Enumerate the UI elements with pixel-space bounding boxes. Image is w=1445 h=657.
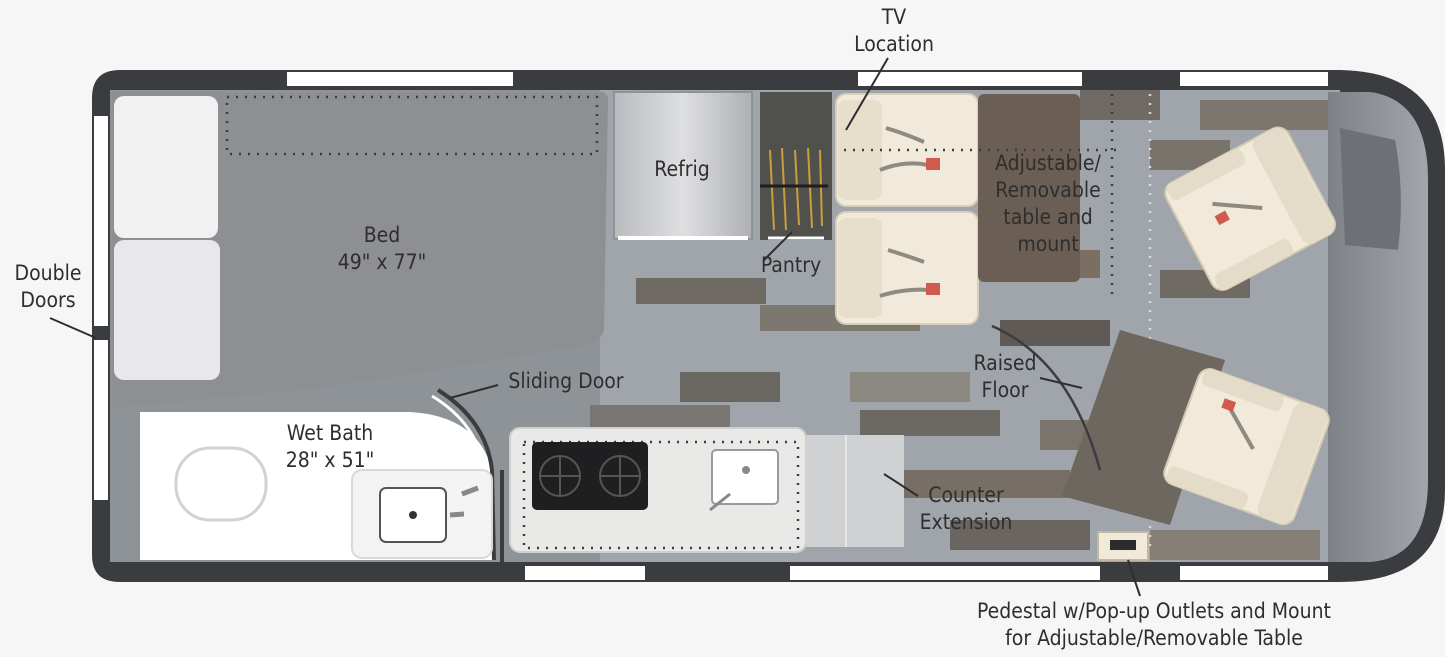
raised-floor-arc — [991, 324, 1102, 471]
label-refrig: Refrig — [636, 156, 728, 183]
label-double-doors: Double Doors — [4, 260, 92, 314]
label-double-doors-line1: Double — [14, 261, 82, 285]
steering-area — [1340, 128, 1401, 250]
label-pedestal-line1: Pedestal w/Pop-up Outlets and Mount — [977, 599, 1331, 623]
label-pantry-text: Pantry — [760, 253, 822, 277]
pillow-top — [114, 96, 218, 238]
bed — [112, 92, 608, 408]
label-bed: Bed 49" x 77" — [312, 222, 452, 276]
label-counter-line1: Counter — [928, 483, 1004, 507]
passenger-seat — [1163, 368, 1330, 526]
label-refrig-text: Refrig — [654, 157, 710, 181]
label-wet-bath-line2: 28" x 51" — [285, 448, 375, 472]
label-table-line4: mount — [1017, 232, 1079, 256]
label-wet-bath: Wet Bath 28" x 51" — [262, 420, 398, 474]
refrigerator — [613, 91, 753, 240]
label-pedestal: Pedestal w/Pop-up Outlets and Mount for … — [940, 598, 1368, 652]
label-table-line1: Adjustable/ — [995, 151, 1101, 175]
label-bed-line2: 49" x 77" — [337, 250, 427, 274]
driver-seat — [1164, 126, 1337, 291]
label-table: Adjustable/ Removable table and mount — [978, 150, 1118, 258]
toilet — [174, 446, 268, 522]
dinette-table — [978, 94, 1080, 282]
counter-extension — [806, 435, 904, 547]
label-tv-line1: TV — [881, 5, 907, 29]
label-double-doors-line2: Doors — [20, 288, 76, 312]
label-tv-line2: Location — [854, 32, 934, 56]
label-sliding-door: Sliding Door — [500, 368, 632, 395]
label-counter-line2: Extension — [919, 510, 1013, 534]
leader-lines — [49, 57, 1141, 597]
label-pantry: Pantry — [748, 252, 834, 279]
pillow-bottom — [114, 240, 220, 380]
bed-dotted-area — [225, 95, 599, 156]
dinette-seat-bottom — [835, 211, 979, 325]
label-raised-floor-line1: Raised — [973, 351, 1037, 375]
label-bed-line1: Bed — [363, 223, 401, 247]
label-tv-location: TV Location — [846, 4, 942, 58]
label-table-line2: Removable — [995, 178, 1101, 202]
sliding-door-track — [436, 388, 496, 561]
label-pedestal-line2: for Adjustable/Removable Table — [1005, 626, 1303, 650]
label-sliding-door-text: Sliding Door — [508, 369, 624, 393]
label-raised-floor: Raised Floor — [960, 350, 1050, 404]
label-table-line3: table and — [1003, 205, 1093, 229]
kitchen-sink — [711, 449, 779, 505]
cooktop-burners — [539, 455, 641, 497]
label-wet-bath-line1: Wet Bath — [286, 421, 374, 445]
label-raised-floor-line2: Floor — [981, 378, 1029, 402]
windows — [94, 72, 1328, 580]
label-counter-extension: Counter Extension — [906, 482, 1026, 536]
